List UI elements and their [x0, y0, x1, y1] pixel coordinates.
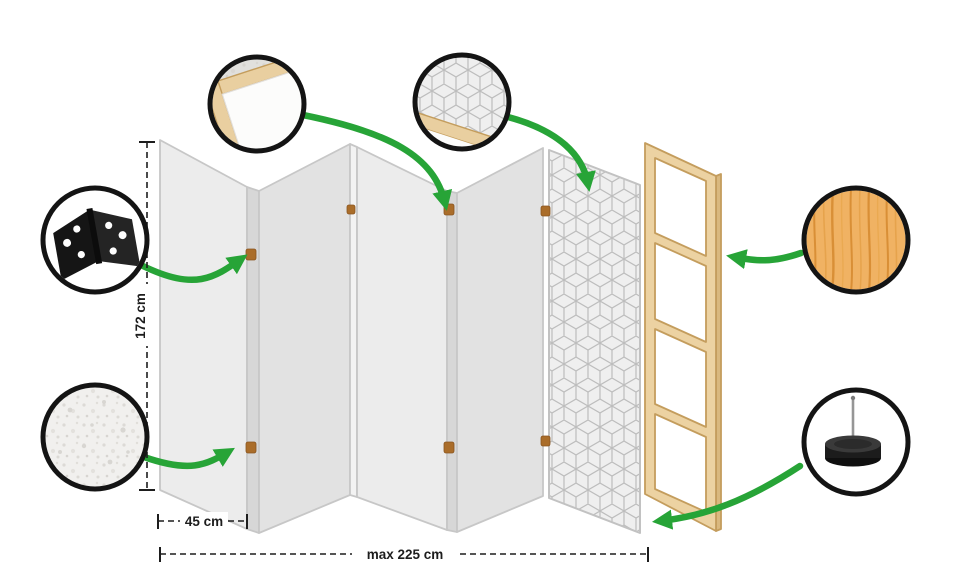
- callout-ring: [40, 185, 150, 295]
- arrow-foot-to-base: [651, 462, 804, 530]
- panel-4: [456, 147, 544, 533]
- hinge-pin: [245, 248, 257, 261]
- folding-screen: [159, 139, 544, 534]
- hinge-detail-icon: [53, 207, 141, 281]
- wood-frame-gap-3: [654, 328, 707, 428]
- texture-speckles: [58, 400, 130, 465]
- callouts: [40, 52, 911, 497]
- callout-foot: [801, 387, 911, 497]
- panel-width-dimension-ticks: [157, 514, 248, 529]
- fold-strip-3: [446, 190, 458, 533]
- arrow-wood-to-frame: [726, 249, 805, 270]
- callout-hinge: [40, 185, 150, 295]
- callout-ring: [412, 52, 512, 152]
- arrow-pattern-to-panel: [500, 112, 596, 192]
- panel-3: [356, 146, 448, 531]
- canvas-texture-detail-icon: [45, 387, 145, 487]
- panel-width-dimension-label: 45 cm: [185, 514, 223, 529]
- callout-ring: [207, 54, 307, 154]
- height-dimension-label: 172 cm: [133, 293, 148, 339]
- label-backing: [180, 512, 228, 529]
- height-dimension-ticks: [139, 141, 155, 491]
- wood-frame-gap-1: [654, 157, 707, 257]
- max-width-dimension-ticks: [159, 547, 649, 562]
- callout-canvas-texture: [40, 382, 150, 492]
- callout-wood-texture: [801, 185, 911, 295]
- panel-1: [159, 139, 248, 530]
- hinge-pin: [540, 435, 551, 447]
- label-backing: [130, 284, 150, 346]
- arrow-corner-to-fold: [294, 110, 453, 211]
- callout-ring: [801, 387, 911, 497]
- hinge-pin: [443, 441, 455, 454]
- wood-frame: [644, 142, 722, 532]
- hinge-pin: [245, 441, 257, 454]
- label-backing: [352, 545, 458, 562]
- arrow-texture-to-panel: [140, 447, 235, 470]
- dimension-labels: 172 cm 45 cm max 225 cm: [130, 284, 458, 562]
- arrow-hinge-to-fold: [139, 254, 248, 283]
- callout-ring: [40, 382, 150, 492]
- floor-foot-detail-icon: [825, 395, 881, 467]
- panel-2: [258, 143, 351, 534]
- wood-frame-gap-2: [654, 242, 707, 343]
- wood-grain-lines: [813, 190, 898, 290]
- fold-strip-1: [246, 186, 260, 534]
- hinge-pin: [346, 204, 356, 215]
- callout-arrows: [139, 110, 805, 530]
- hinge-pin: [540, 205, 551, 217]
- fold-strip-2: [349, 143, 358, 498]
- callout-ring: [801, 185, 911, 295]
- pattern-panel: [548, 149, 641, 534]
- hinge-pins: [245, 203, 551, 454]
- max-width-dimension-label: max 225 cm: [367, 547, 444, 562]
